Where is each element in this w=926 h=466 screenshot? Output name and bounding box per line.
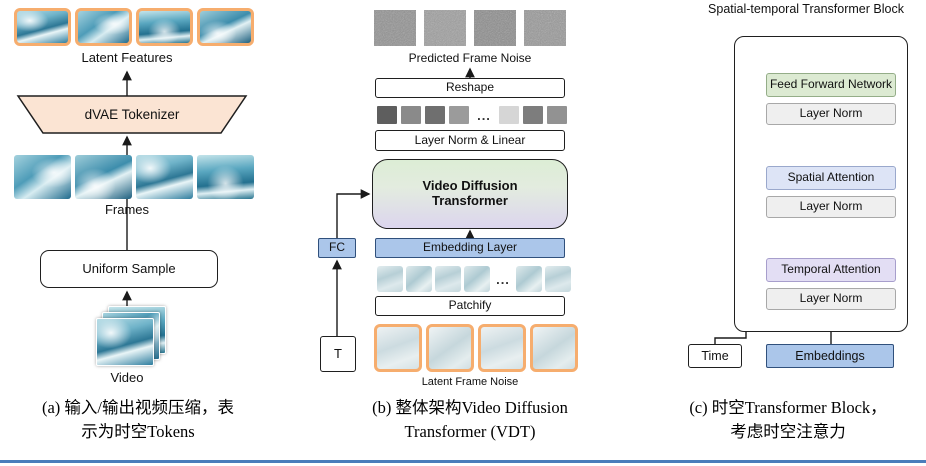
layer-norm-box: Layer Norm bbox=[766, 196, 896, 218]
caption-c-line1: (c) 时空Transformer Block， bbox=[689, 398, 887, 417]
embeddings-box: Embeddings bbox=[766, 344, 894, 368]
latent-frame-noise-label: Latent Frame Noise bbox=[421, 376, 519, 389]
caption-a-line1: (a) 输入/输出视频压缩，表 bbox=[41, 398, 235, 417]
caption-a-line2: 示为时空Tokens bbox=[81, 422, 195, 441]
spatial-attention-box: Spatial Attention bbox=[766, 166, 896, 190]
ellipsis-label: ... bbox=[496, 271, 510, 287]
token-patch bbox=[547, 106, 567, 124]
patch-frame-thumbnail bbox=[545, 266, 571, 292]
token-patch bbox=[449, 106, 469, 124]
latent-frame-noise-thumbnail bbox=[374, 324, 422, 372]
layer-norm-box: Layer Norm bbox=[766, 103, 896, 125]
latent-feature-thumbnail bbox=[197, 8, 254, 46]
predicted-noise-squares bbox=[374, 10, 566, 46]
patch-frame-thumbnail bbox=[516, 266, 542, 292]
latent-frame-noise-thumbnail bbox=[530, 324, 578, 372]
token-patch bbox=[401, 106, 421, 124]
latent-feature-thumbnail bbox=[136, 8, 193, 46]
panel-c-title: Spatial-temporal Transformer Block bbox=[708, 2, 904, 17]
frame-thumbnail bbox=[197, 155, 254, 199]
patch-frame-thumbnail bbox=[435, 266, 461, 292]
embedding-layer-box: Embedding Layer bbox=[375, 238, 565, 258]
page-bottom-rule bbox=[0, 460, 926, 463]
caption-c: (c) 时空Transformer Block， 考虑时空注意力 bbox=[650, 396, 926, 444]
feed-forward-network-box: Feed Forward Network bbox=[766, 73, 896, 97]
frame-thumbnail bbox=[75, 155, 132, 199]
latent-feature-thumbnail bbox=[75, 8, 132, 46]
video-stack-frame bbox=[96, 318, 154, 366]
caption-c-line2: 考虑时空注意力 bbox=[730, 422, 846, 441]
latent-frame-noise-thumbnail bbox=[478, 324, 526, 372]
latent-feature-thumbnail bbox=[14, 8, 71, 46]
video-diffusion-transformer-box: Video Diffusion Transformer bbox=[372, 159, 568, 229]
vdt-label-line1: Video Diffusion bbox=[422, 178, 518, 194]
patch-frame-thumbnail bbox=[464, 266, 490, 292]
caption-a: (a) 输入/输出视频压缩，表 示为时空Tokens bbox=[8, 396, 268, 444]
temporal-attention-box: Temporal Attention bbox=[766, 258, 896, 282]
timestep-t-box: T bbox=[320, 336, 356, 372]
patch-frame-thumbnail bbox=[406, 266, 432, 292]
vdt-label-line2: Transformer bbox=[432, 193, 508, 208]
frame-thumbnail bbox=[14, 155, 71, 199]
token-patch bbox=[523, 106, 543, 124]
caption-b: (b) 整体架构Video Diffusion Transformer (VDT… bbox=[340, 396, 600, 444]
dvae-tokenizer-label: dVAE Tokenizer bbox=[84, 106, 180, 122]
token-patch bbox=[377, 106, 397, 124]
fc-box: FC bbox=[318, 238, 356, 258]
video-label: Video bbox=[110, 369, 144, 385]
ellipsis-label: ... bbox=[477, 107, 491, 123]
caption-b-line1: (b) 整体架构Video Diffusion bbox=[372, 398, 568, 417]
latent-features-label: Latent Features bbox=[81, 49, 173, 65]
caption-b-line2: Transformer (VDT) bbox=[404, 422, 536, 441]
patchify-box: Patchify bbox=[375, 296, 565, 316]
token-patch bbox=[499, 106, 519, 124]
layer-norm-linear-box: Layer Norm & Linear bbox=[375, 130, 565, 151]
reshape-box: Reshape bbox=[375, 78, 565, 98]
uniform-sample-box: Uniform Sample bbox=[40, 250, 218, 288]
frames-label: Frames bbox=[104, 201, 150, 217]
frame-thumbnail bbox=[136, 155, 193, 199]
time-box: Time bbox=[688, 344, 742, 368]
layer-norm-box: Layer Norm bbox=[766, 288, 896, 310]
predicted-frame-noise-label: Predicted Frame Noise bbox=[408, 51, 532, 66]
patch-frame-thumbnail bbox=[377, 266, 403, 292]
token-patch bbox=[425, 106, 445, 124]
latent-frame-noise-thumbnail bbox=[426, 324, 474, 372]
